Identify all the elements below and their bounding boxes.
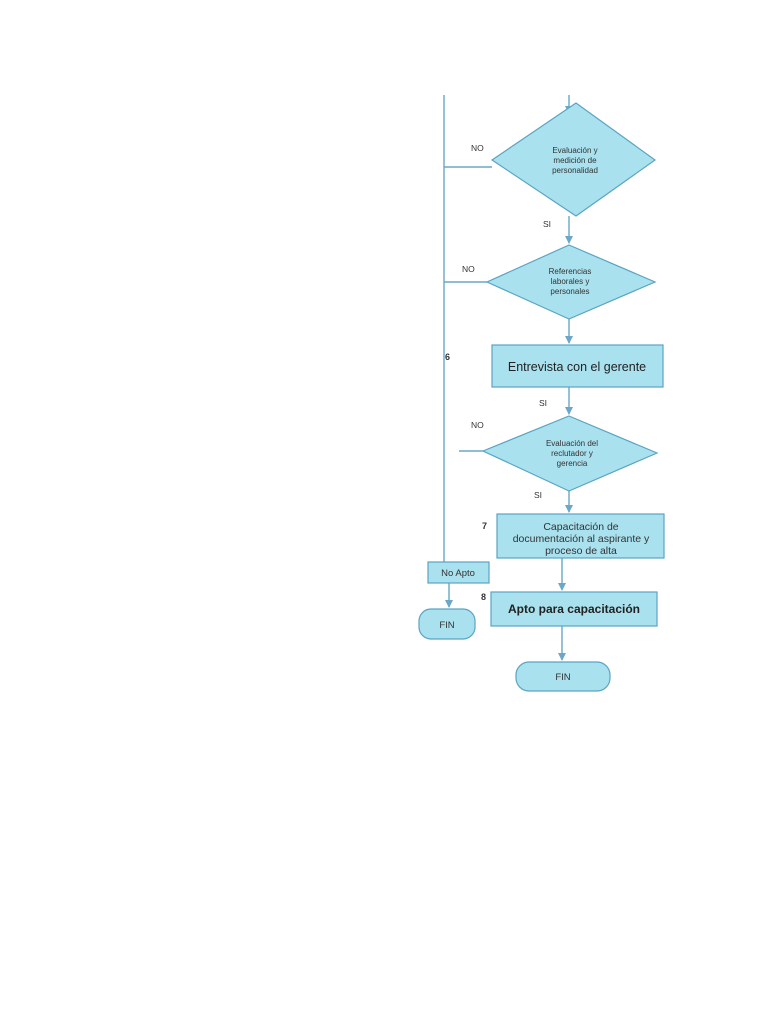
decision-reclutador-line-2: reclutador y <box>551 449 593 458</box>
fin-left-terminator: FIN <box>418 608 476 640</box>
decision-personalidad-line-3: personalidad <box>552 166 598 175</box>
step-number-7: 7 <box>482 521 487 531</box>
process-capacitacion-doc: Capacitación de documentación al aspiran… <box>496 513 665 559</box>
label-no-2: NO <box>462 264 475 274</box>
decision-referencias-line-2: laborales y <box>551 277 590 286</box>
decision-reclutador-line-1: Evaluación del <box>546 439 598 448</box>
decision-reclutador: Evaluación del reclutador y gerencia <box>481 415 659 492</box>
fin-right-terminator: FIN <box>515 661 611 692</box>
fin-left-label: FIN <box>439 620 454 631</box>
process-capacitacion-doc-line-2: documentación al aspirante y <box>513 533 650 545</box>
no-apto-box: No Apto <box>427 561 490 584</box>
process-entrevista-label: Entrevista con el gerente <box>508 360 646 374</box>
decision-personalidad: Evaluación y medición de personalidad <box>490 102 657 217</box>
step-number-6: 6 <box>445 352 450 362</box>
label-si-1: SI <box>543 219 551 229</box>
decision-reclutador-line-3: gerencia <box>557 459 588 468</box>
process-apto-label: Apto para capacitación <box>508 602 640 616</box>
decision-personalidad-line-2: medición de <box>553 156 597 165</box>
label-no-1: NO <box>471 143 484 153</box>
label-si-3: SI <box>534 490 542 500</box>
process-entrevista: Entrevista con el gerente <box>491 344 664 388</box>
process-capacitacion-doc-line-3: proceso de alta <box>545 545 617 557</box>
decision-referencias-line-1: Referencias <box>549 267 592 276</box>
no-apto-label: No Apto <box>441 568 475 579</box>
decision-referencias: Referencias laborales y personales <box>485 244 657 320</box>
fin-right-label: FIN <box>555 672 570 683</box>
process-apto: Apto para capacitación <box>490 591 658 627</box>
decision-referencias-line-3: personales <box>550 287 589 296</box>
label-no-3: NO <box>471 420 484 430</box>
connectors <box>443 95 573 661</box>
decision-personalidad-line-1: Evaluación y <box>552 146 597 155</box>
step-number-8: 8 <box>481 592 486 602</box>
label-si-2: SI <box>539 398 547 408</box>
process-capacitacion-doc-line-1: Capacitación de <box>543 521 618 533</box>
